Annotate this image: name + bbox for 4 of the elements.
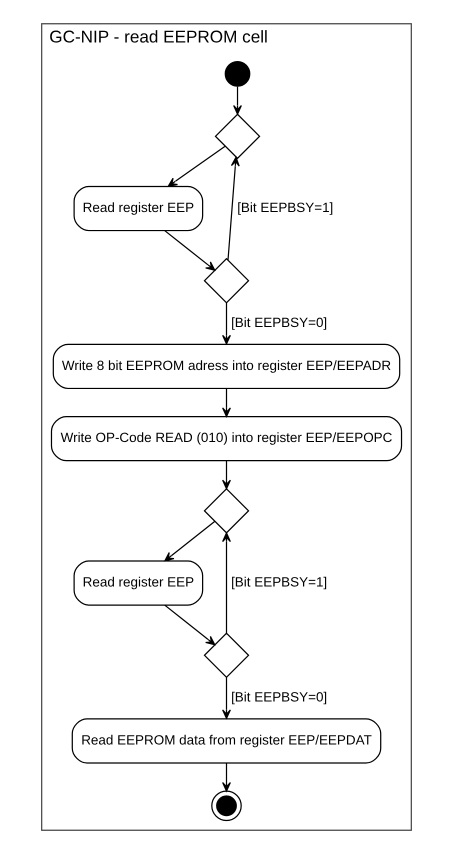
edge-label: [Bit EEPBSY=0] bbox=[231, 315, 328, 330]
edge-label: [Bit EEPBSY=1] bbox=[231, 574, 328, 590]
edge-label: [Bit EEPBSY=0] bbox=[231, 690, 328, 705]
edge-label: [Bit EEPBSY=1] bbox=[237, 200, 334, 215]
